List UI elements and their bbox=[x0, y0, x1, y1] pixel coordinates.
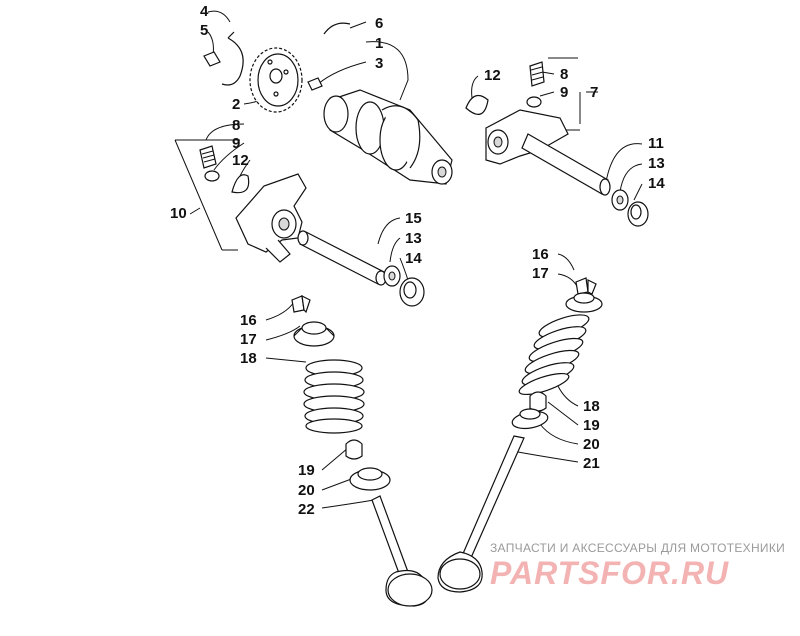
callout-c9a: 9 bbox=[232, 135, 240, 152]
callout-c19b: 19 bbox=[583, 417, 600, 434]
callout-c10: 10 bbox=[170, 205, 187, 222]
callout-c16a: 16 bbox=[240, 312, 257, 329]
callout-c14b: 14 bbox=[405, 250, 422, 267]
rocker-arm-left-part bbox=[235, 173, 307, 263]
washer-right-part bbox=[611, 189, 629, 211]
valve-keepers-left-part bbox=[291, 294, 311, 314]
callout-c7: 7 bbox=[590, 84, 598, 101]
lock-nut-left-part bbox=[204, 170, 220, 182]
adjuster-screw-right-part bbox=[529, 61, 545, 87]
valve-seal-right-part bbox=[529, 391, 547, 412]
valve-right-part bbox=[437, 435, 525, 593]
callout-c20b: 20 bbox=[583, 436, 600, 453]
valve-spring-left-part bbox=[303, 359, 365, 434]
spring-seat-right-part bbox=[511, 408, 549, 430]
callout-c9b: 9 bbox=[560, 84, 568, 101]
callout-c14a: 14 bbox=[648, 175, 665, 192]
clip-ring-part bbox=[323, 22, 351, 35]
callout-c18b: 18 bbox=[583, 398, 600, 415]
cap-right-part bbox=[627, 201, 649, 227]
callout-c19a: 19 bbox=[298, 462, 315, 479]
gasket-left-part bbox=[231, 174, 250, 194]
adjuster-screw-left-part bbox=[199, 145, 217, 169]
spring-seat-left-part bbox=[349, 467, 391, 491]
callout-c18a: 18 bbox=[240, 350, 257, 367]
leader-lines bbox=[174, 10, 643, 509]
callout-c1: 1 bbox=[375, 35, 383, 52]
cap-left-part bbox=[399, 277, 425, 307]
callout-c13a: 13 bbox=[648, 155, 665, 172]
callout-c17a: 17 bbox=[240, 331, 257, 348]
callout-c20a: 20 bbox=[298, 482, 315, 499]
callout-c2: 2 bbox=[232, 96, 240, 113]
rocker-shaft-left-part bbox=[297, 230, 387, 286]
lock-nut-right-part bbox=[526, 96, 542, 108]
camshaft-part bbox=[323, 89, 453, 185]
callout-c8a: 8 bbox=[232, 117, 240, 134]
rocker-shaft-right-part bbox=[521, 133, 611, 196]
callout-c12a: 12 bbox=[232, 152, 249, 169]
gasket-right-part bbox=[465, 94, 489, 115]
valve-spring-right-part bbox=[518, 314, 590, 396]
spring-retainer-left-part bbox=[293, 321, 335, 347]
valve-seal-left-part bbox=[345, 439, 363, 460]
watermark-caption: ЗАПЧАСТИ И АКСЕССУАРЫ ДЛЯ МОТОТЕХНИКИ bbox=[490, 541, 786, 555]
dowel-pin-part bbox=[203, 51, 221, 67]
callout-c16b: 16 bbox=[532, 246, 549, 263]
valve-left-part bbox=[371, 495, 433, 607]
callout-c3: 3 bbox=[375, 55, 383, 72]
valve-keepers-right-part bbox=[575, 277, 597, 295]
callout-c4a: 4 bbox=[200, 3, 209, 20]
callout-c5: 5 bbox=[200, 22, 208, 39]
washer-left-part bbox=[383, 265, 401, 287]
callout-c12b: 12 bbox=[484, 67, 501, 84]
spring-retainer-right-part bbox=[565, 292, 603, 313]
callout-c21: 21 bbox=[583, 455, 600, 472]
circlip-part bbox=[221, 31, 244, 86]
cam-sprocket-part bbox=[249, 47, 303, 113]
callout-c15: 15 bbox=[405, 210, 422, 227]
bolt-part bbox=[307, 77, 323, 91]
callout-c8b: 8 bbox=[560, 66, 568, 83]
callout-c13b: 13 bbox=[405, 230, 422, 247]
watermark-logo: PARTSFOR.RU bbox=[490, 555, 730, 591]
callout-c11: 11 bbox=[648, 135, 664, 152]
callout-c22: 22 bbox=[298, 501, 315, 518]
callout-c6: 6 bbox=[375, 15, 383, 32]
callout-c17b: 17 bbox=[532, 265, 549, 282]
